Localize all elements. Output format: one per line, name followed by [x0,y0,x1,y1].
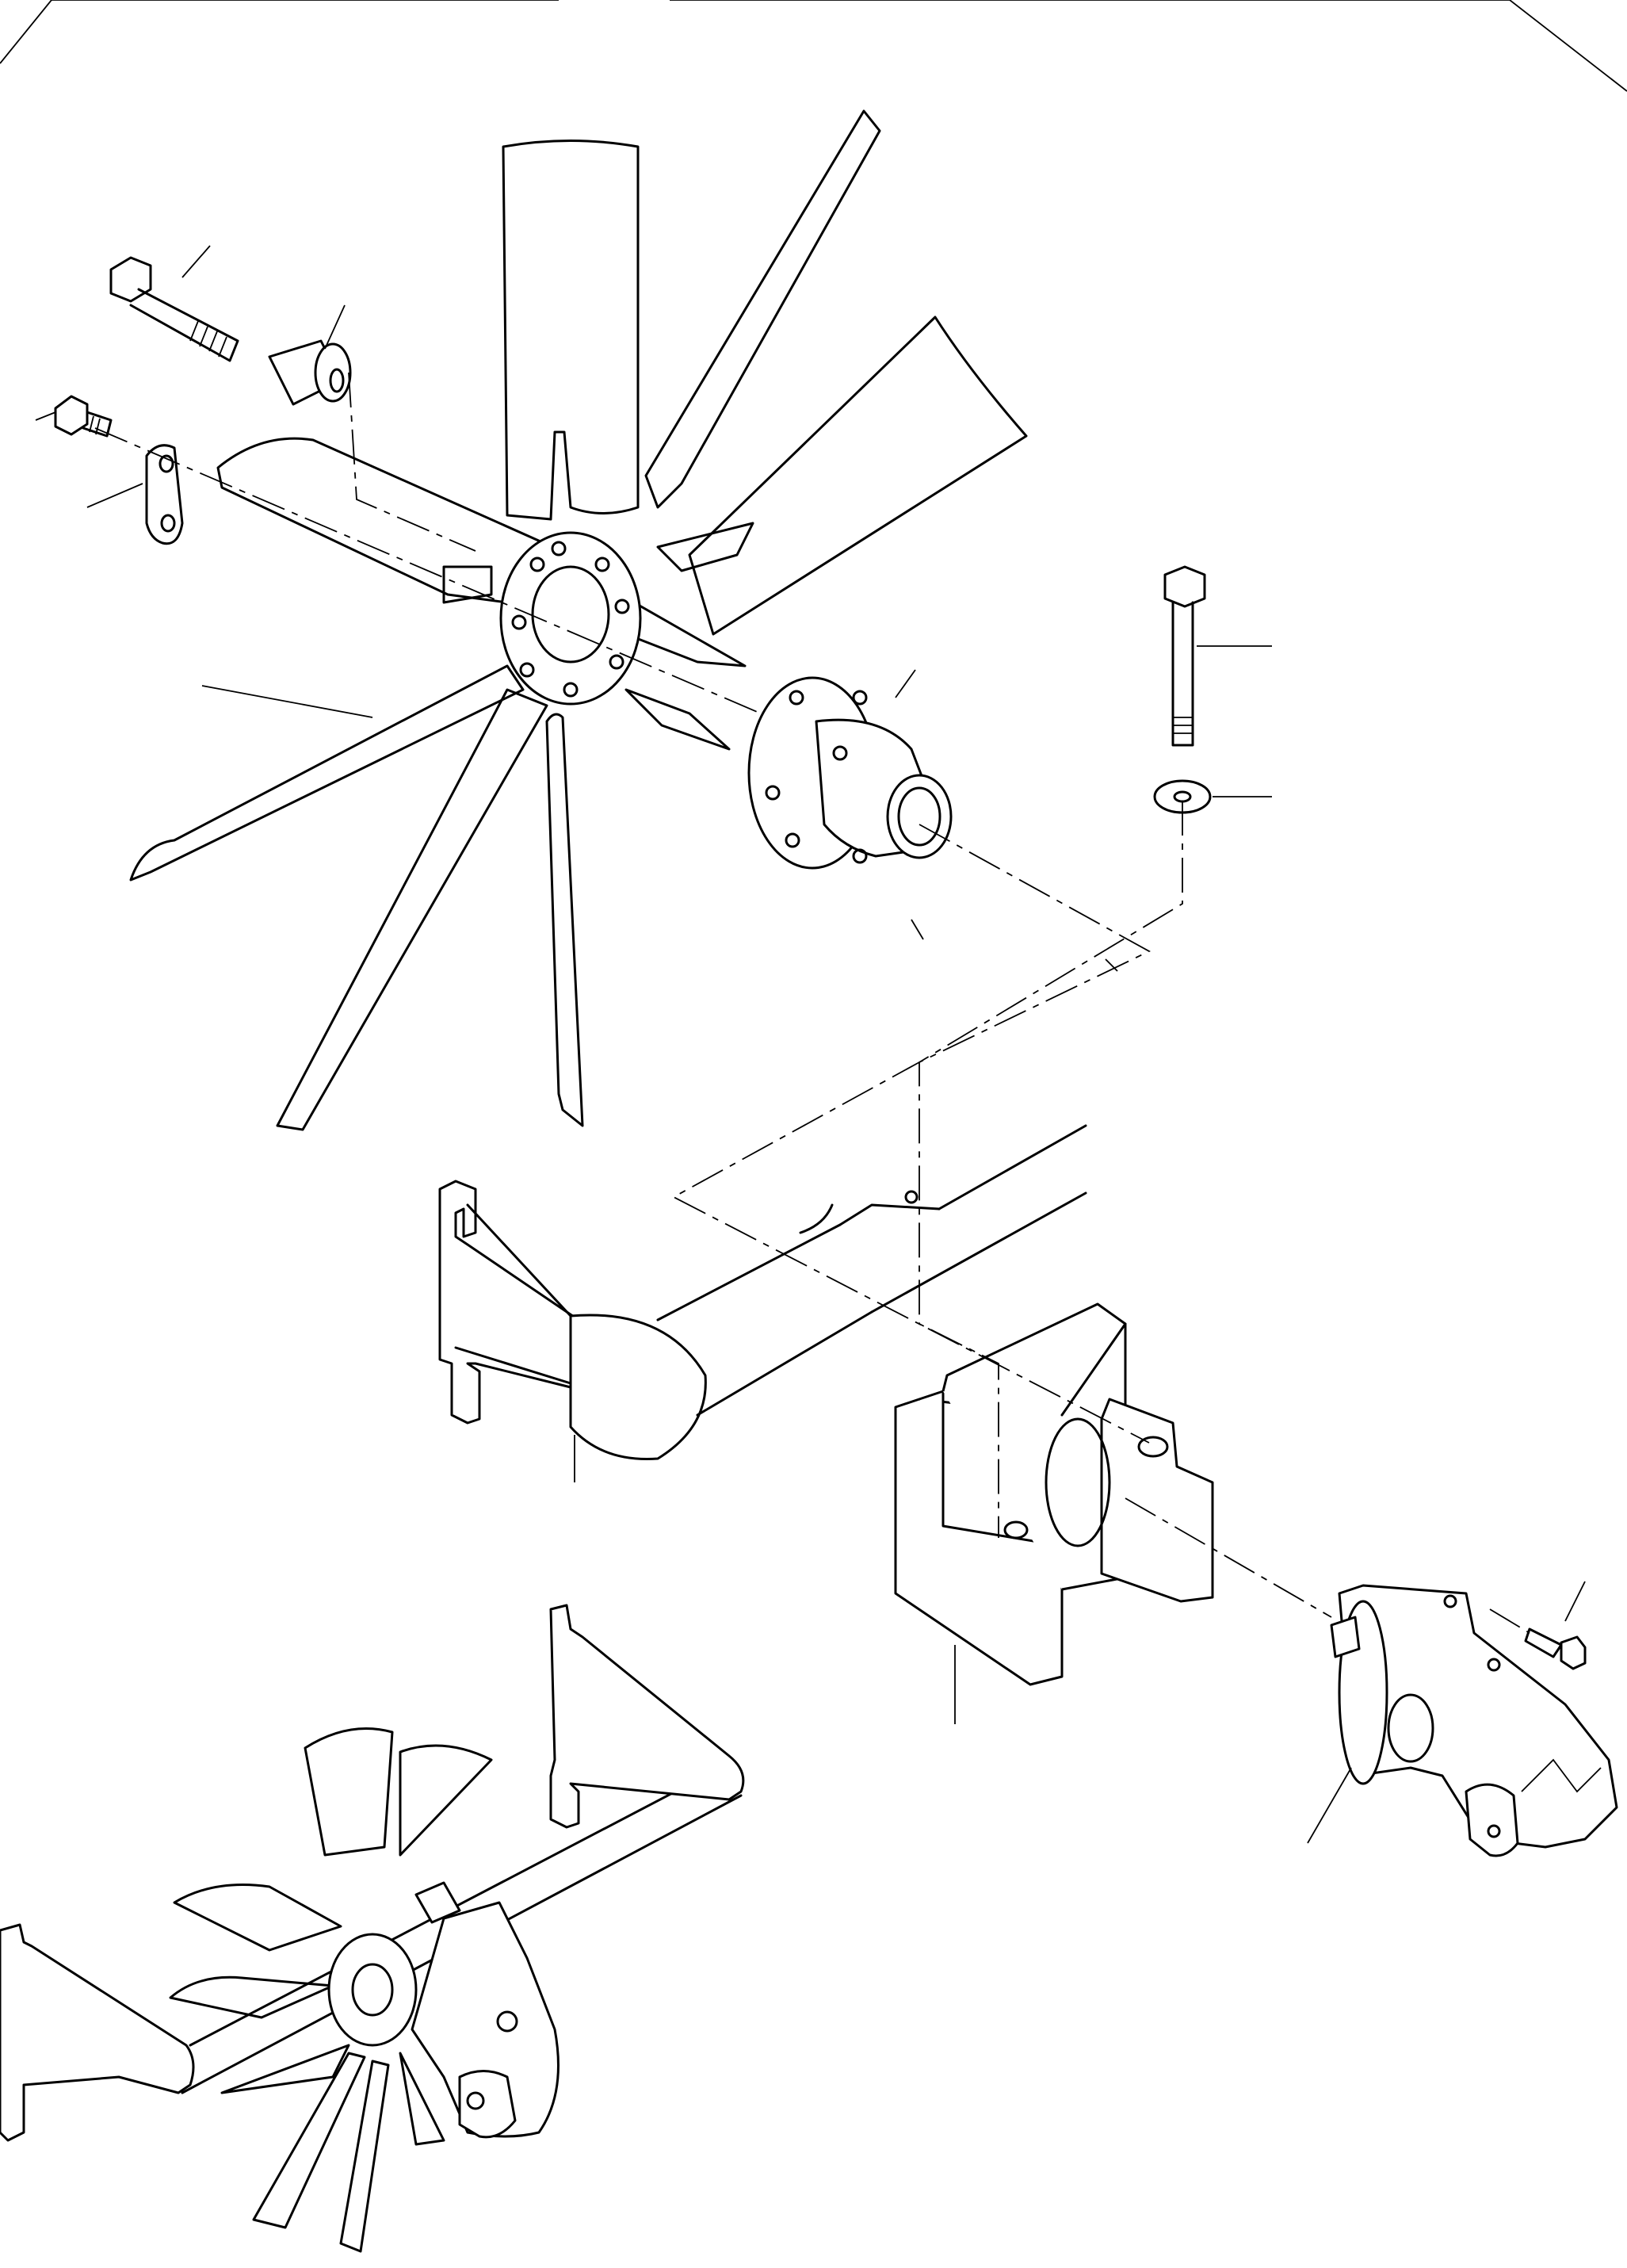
overview-assembly [0,1604,745,2253]
fan-bracket [438,1124,1087,1460]
mounting-block [894,1302,1214,1686]
plate [145,444,184,545]
leader-lines [35,245,1586,1844]
bolt-vertical [1163,565,1206,747]
bolt-short [54,395,113,438]
hydraulic-motor [1330,1584,1618,1857]
bolt-long [109,256,239,362]
motor-bolt [1524,1627,1587,1670]
fan-hub [747,676,953,870]
centerlines [94,372,1530,1634]
fan [129,109,1028,1131]
fan-hub-disk [499,531,642,706]
page-frame [0,0,1627,92]
spacer-sleeve [268,339,352,406]
